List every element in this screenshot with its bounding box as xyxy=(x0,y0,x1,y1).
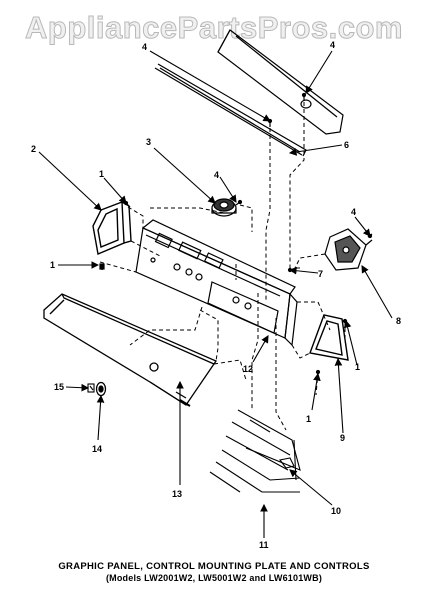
knob xyxy=(95,381,107,397)
top-trim xyxy=(217,29,344,135)
callout-1-left-top: 1 xyxy=(99,169,104,179)
callout-7: 7 xyxy=(318,269,323,279)
control-mounting-plate xyxy=(135,219,298,347)
diagram-caption-title: GRAPHIC PANEL, CONTROL MOUNTING PLATE AN… xyxy=(58,561,370,572)
callout-1-right-bottom: 1 xyxy=(306,414,311,424)
callout-10: 10 xyxy=(331,506,341,516)
callout-6: 6 xyxy=(344,140,349,150)
graphic-panel xyxy=(43,293,217,407)
wiring-harness xyxy=(209,409,301,493)
callout-4-switch: 4 xyxy=(214,170,219,180)
leader-arrows xyxy=(38,50,393,538)
callout-9: 9 xyxy=(340,433,345,443)
rail xyxy=(154,63,307,157)
callout-13: 13 xyxy=(172,489,182,499)
knob-clip xyxy=(87,383,95,393)
callout-3: 3 xyxy=(146,137,151,147)
watermark: AppliancePartsPros.com xyxy=(25,10,403,46)
switch-component xyxy=(211,198,237,217)
callout-4-timer: 4 xyxy=(351,207,356,217)
callout-4-top-left: 4 xyxy=(142,42,147,52)
right-end-cap xyxy=(309,314,349,361)
callout-8: 8 xyxy=(396,316,401,326)
callout-4-top-right: 4 xyxy=(330,40,335,50)
callout-12: 12 xyxy=(243,364,253,374)
assembly-lines xyxy=(99,102,349,431)
callout-14: 14 xyxy=(92,444,102,454)
callout-1-right-top: 1 xyxy=(355,362,360,372)
callout-15: 15 xyxy=(54,382,64,392)
left-end-cap xyxy=(92,201,132,255)
callout-11: 11 xyxy=(259,540,269,550)
callout-2: 2 xyxy=(31,144,36,154)
timer-component xyxy=(324,228,373,271)
callout-1-left-bottom: 1 xyxy=(50,260,55,270)
diagram-caption-models: (Models LW2001W2, LW5001W2 and LW6101WB) xyxy=(105,573,323,583)
